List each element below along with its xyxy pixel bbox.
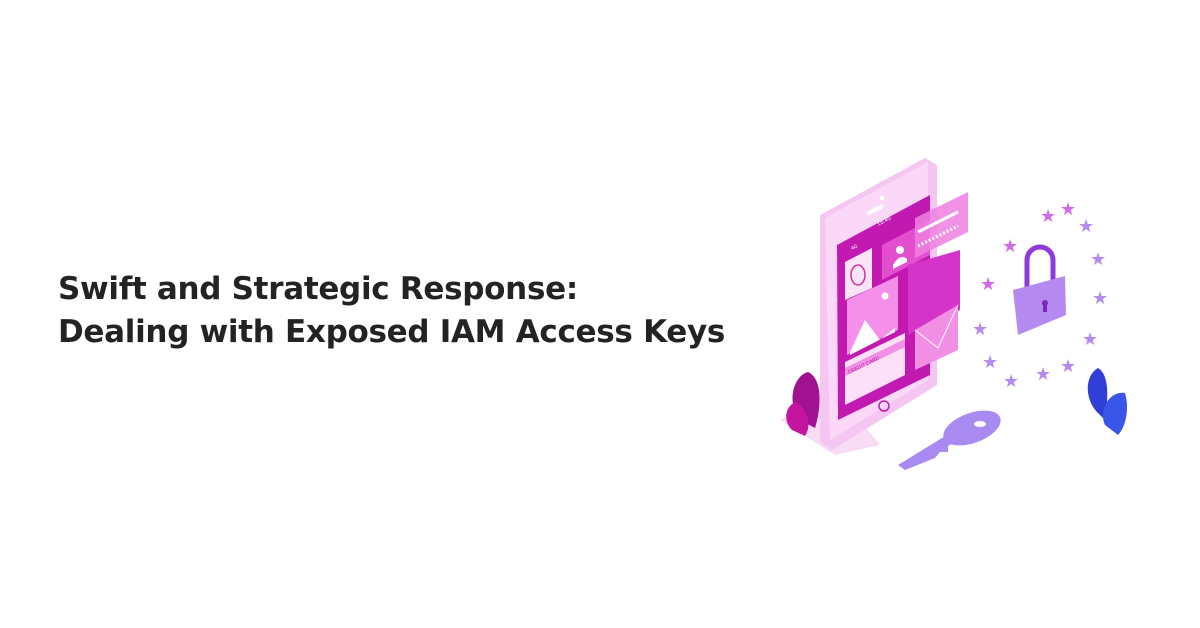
star-icon: ★ — [1040, 206, 1056, 226]
title-line-2: Dealing with Exposed IAM Access Keys — [58, 314, 726, 350]
star-icon: ★ — [982, 352, 998, 372]
star-icon: ★ — [1002, 236, 1018, 256]
leaf-magenta-icon — [786, 372, 820, 436]
star-icon: ★ — [980, 274, 996, 294]
page-title: Swift and Strategic Response: Dealing wi… — [58, 268, 725, 354]
user-icon — [896, 246, 904, 254]
password-panel — [915, 192, 968, 258]
star-icon: ★ — [1090, 249, 1106, 269]
fingerprint-icon — [845, 248, 872, 300]
home-button — [878, 400, 890, 412]
title-line-1: Swift and Strategic Response: — [58, 271, 578, 307]
leaf-blue-icon — [1087, 368, 1128, 435]
phone-signal: 4G — [850, 243, 859, 251]
star-icon: ★ — [1035, 364, 1051, 384]
star-icon: ★ — [1003, 371, 1019, 391]
star-icon: ★ — [1082, 329, 1098, 349]
star-icon: ★ — [1060, 356, 1076, 376]
star-icon: ★ — [1078, 216, 1094, 236]
envelope-icon — [915, 305, 958, 370]
key-icon — [898, 410, 1001, 470]
padlock-icon — [1013, 244, 1066, 335]
star-icon: ★ — [1092, 288, 1108, 308]
stars-ring: ★ ★ ★ ★ ★ ★ ★ ★ ★ ★ ★ ★ ★ — [972, 199, 1108, 391]
phone-illustration: 15:45 4G CREDIT CARD — [820, 158, 968, 450]
star-icon: ★ — [972, 319, 988, 339]
star-icon: ★ — [1060, 199, 1076, 219]
